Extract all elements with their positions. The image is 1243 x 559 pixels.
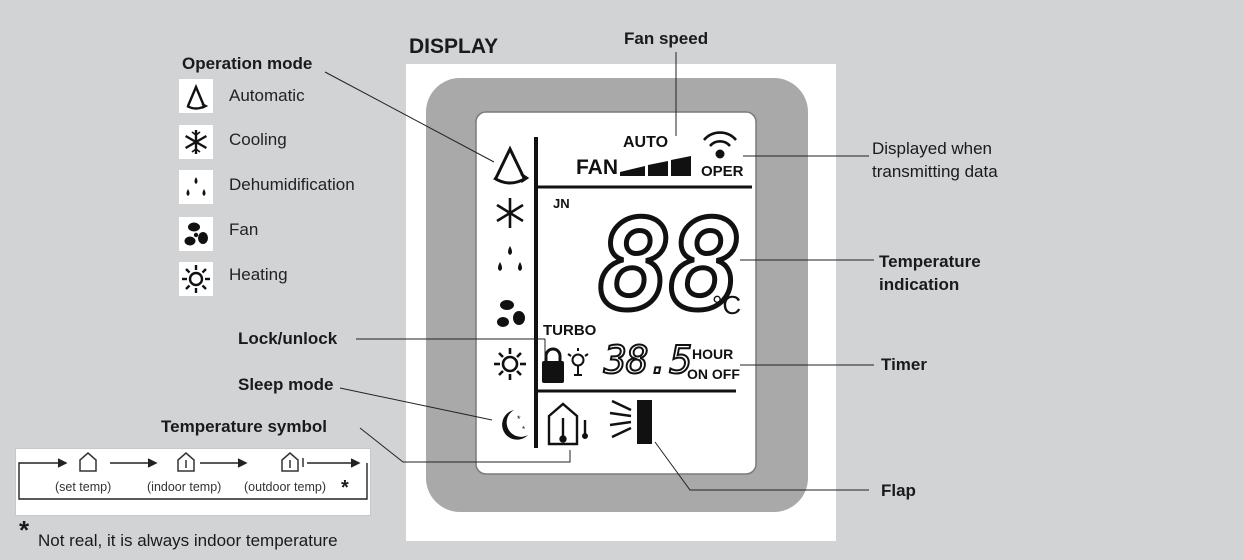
lcd-fan-text: FAN xyxy=(576,156,618,179)
flap-icon xyxy=(609,399,652,444)
sequence-outdoor-temp: (outdoor temp) xyxy=(244,480,326,494)
flap-label: Flap xyxy=(881,481,916,500)
callout-lines xyxy=(324,52,874,491)
lcd-auto-mode-icon xyxy=(493,145,530,185)
lcd-sleep-moon-icon: * * xyxy=(502,410,528,440)
sequence-indoor-temp: (indoor temp) xyxy=(147,480,222,494)
sequence-asterisk: * xyxy=(341,477,349,499)
transmitting-signal-icon xyxy=(703,131,737,159)
indoor-temp-house-icon xyxy=(177,452,195,472)
leader-flap xyxy=(654,441,869,491)
fan-icon xyxy=(179,217,213,251)
lcd-turbo-text: TURBO xyxy=(543,322,597,339)
lcd-temperature-unit: °C xyxy=(712,290,742,320)
temperature-symbol-sequence: (set temp) (indoor temp) (outdoor temp) … xyxy=(15,448,371,516)
page-title: DISPLAY xyxy=(409,35,499,58)
transmitting-label-line2: transmitting data xyxy=(872,162,998,181)
leader-operation-mode xyxy=(324,71,495,163)
lcd-snowflake-icon xyxy=(496,198,524,228)
svg-text:*: * xyxy=(517,414,521,424)
lock-icon xyxy=(542,347,564,383)
light-bulb-icon xyxy=(567,348,589,376)
temperature-symbol-label: Temperature symbol xyxy=(161,417,327,436)
sequence-set-temp: (set temp) xyxy=(55,480,112,494)
operation-mode-label: Operation mode xyxy=(182,54,313,73)
transmitting-label-line1: Displayed when xyxy=(872,139,993,158)
fan-speed-label: Fan speed xyxy=(624,29,709,48)
lcd-auto-text: AUTO xyxy=(623,134,669,151)
lcd-temperature-digits: 88 xyxy=(594,194,744,338)
lcd-droplets-icon xyxy=(498,246,522,271)
footnote-asterisk: * xyxy=(19,515,30,545)
lcd-screen xyxy=(475,111,757,475)
leader-temperature-symbol xyxy=(359,427,571,463)
outdoor-temp-house-icon xyxy=(281,452,304,472)
svg-text:*: * xyxy=(522,425,525,434)
lcd-fan-icon xyxy=(497,300,525,327)
lcd-on-off-text: ON OFF xyxy=(687,366,740,382)
lcd-hour-text: HOUR xyxy=(692,346,734,362)
mode-label-dehumidification: Dehumidification xyxy=(229,175,355,194)
lcd-house-thermometer-icon xyxy=(547,402,589,446)
lock-unlock-label: Lock/unlock xyxy=(238,329,338,348)
leader-sleep xyxy=(339,387,493,421)
mode-label-heating: Heating xyxy=(229,265,288,284)
fan-speed-bars xyxy=(620,156,691,176)
sun-icon xyxy=(179,262,213,296)
temperature-indication-label-line2: indication xyxy=(879,275,960,294)
lcd-timer-digits: 38.5 xyxy=(603,338,693,382)
timer-label: Timer xyxy=(881,355,927,374)
temperature-indication-label-line1: Temperature xyxy=(879,252,981,271)
set-temp-house-icon xyxy=(79,452,97,472)
mode-label-automatic: Automatic xyxy=(229,86,305,105)
snowflake-icon xyxy=(179,125,213,159)
footnote-text: Not real, it is always indoor temperatur… xyxy=(38,531,338,550)
lcd-sun-icon xyxy=(494,348,526,380)
droplets-icon xyxy=(179,170,213,204)
auto-mode-icon xyxy=(179,79,213,113)
mode-label-fan: Fan xyxy=(229,220,259,239)
lcd-jn-text: JN xyxy=(553,196,570,211)
sleep-mode-label: Sleep mode xyxy=(238,375,334,394)
lcd-oper-text: OPER xyxy=(701,163,744,180)
mode-label-cooling: Cooling xyxy=(229,130,287,149)
